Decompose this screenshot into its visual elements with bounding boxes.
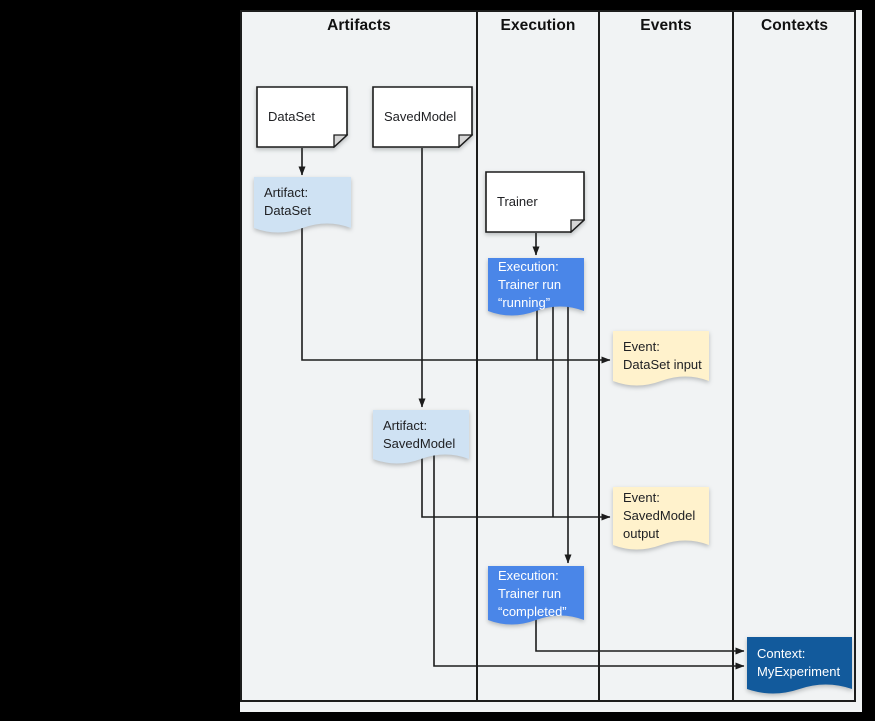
- document-shape: [488, 258, 584, 316]
- node-label: “completed”: [498, 603, 567, 619]
- lane-header-execution: Execution: [500, 17, 576, 34]
- node-label: Context:: [757, 646, 806, 661]
- node-label: Artifact:: [264, 185, 309, 200]
- folded-corner-icon: [458, 134, 473, 148]
- lane-header-artifacts: Artifacts: [327, 17, 391, 34]
- node-trainer: Trainer: [485, 171, 585, 233]
- node-label: Event:: [623, 339, 660, 354]
- node-label: Artifact:: [383, 417, 428, 433]
- card-shape: [372, 86, 473, 148]
- document-shape: [488, 566, 584, 625]
- node-artifact-dataset: Artifact: DataSet: [253, 176, 352, 237]
- node-savedmodel: SavedModel: [372, 86, 473, 148]
- node-label: DataSet: [264, 203, 311, 218]
- edge-artifact-dataset-to-event-input: [301, 228, 611, 364]
- node-dataset: DataSet: [256, 86, 348, 148]
- card-shape: [485, 171, 585, 233]
- lane-header-contexts: Contexts: [760, 17, 829, 34]
- document-shape: [254, 177, 351, 233]
- node-label: SavedModel: [384, 109, 457, 124]
- lane-divider: [598, 11, 600, 701]
- lane-divider: [476, 11, 478, 701]
- card-shape: [256, 86, 348, 148]
- node-label: Execution:: [498, 567, 559, 583]
- node-label: Trainer run: [498, 277, 562, 292]
- node-context-myexperiment: Context: MyExperiment: [746, 636, 853, 698]
- node-event-savedmodel-output: Event: SavedModel output: [612, 486, 710, 554]
- lane-header-events: Events: [640, 17, 692, 34]
- document-shape: [747, 637, 852, 694]
- node-event-dataset-input: Event: DataSet input: [612, 330, 710, 390]
- edge-execution-completed-to-context: [535, 615, 745, 655]
- node-execution-running: Execution: Trainer run “running”: [487, 257, 585, 320]
- node-label: Event:: [623, 490, 660, 505]
- node-label: SavedModel: [623, 508, 696, 523]
- node-label: SavedModel: [383, 435, 456, 451]
- node-artifact-savedmodel: Artifact: SavedModel: [372, 409, 470, 468]
- document-shape: [613, 487, 709, 550]
- lane-divider: [732, 11, 734, 701]
- node-label: DataSet input: [623, 357, 702, 372]
- folded-corner-icon: [333, 134, 348, 148]
- node-label: Trainer: [497, 194, 538, 209]
- node-label: Execution:: [498, 259, 559, 274]
- folded-corner-icon: [570, 219, 585, 233]
- node-label: output: [623, 526, 660, 541]
- edge-artifact-savedmodel-to-event-output: [421, 450, 611, 521]
- node-label: MyExperiment: [757, 664, 841, 679]
- document-shape: [373, 410, 469, 464]
- swimlane-table-border: [240, 10, 856, 702]
- document-shape: [613, 331, 709, 386]
- node-execution-completed: Execution: Trainer run “completed”: [487, 565, 585, 629]
- node-label: DataSet: [268, 109, 315, 124]
- node-label: Trainer run: [498, 585, 562, 601]
- edge-artifact-savedmodel-to-context: [433, 450, 745, 670]
- node-label: “running”: [498, 295, 551, 310]
